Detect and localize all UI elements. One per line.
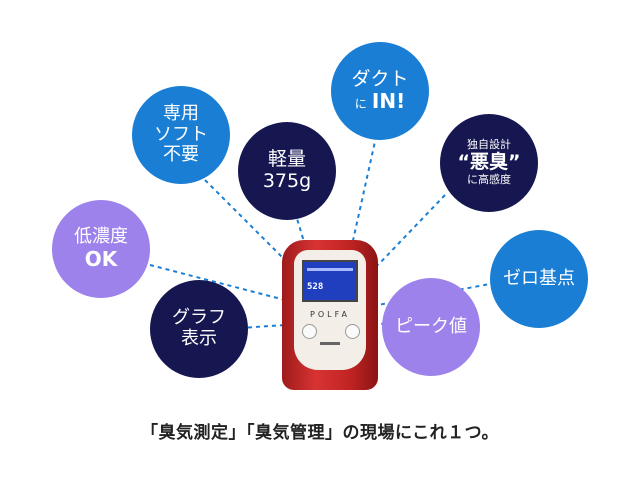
bubble-weight: 軽量 375g (238, 122, 336, 220)
bubble-zero-line1: ゼロ基点 (503, 267, 575, 289)
bubble-low-concentration: 低濃度 OK (52, 200, 150, 298)
bubble-low-conc-line1: 低濃度 (74, 226, 128, 248)
bubble-duct-line2b: IN! (371, 89, 406, 114)
bubble-odor-line1: 独自設計 (467, 138, 511, 152)
bubble-software-line3: 不要 (163, 144, 199, 166)
odor-meter-device: 528 POLFA (282, 240, 378, 390)
bubble-duct: ダクト に IN! (331, 42, 429, 140)
bubble-graph: グラフ 表示 (150, 280, 248, 378)
bubble-zero-base: ゼロ基点 (490, 230, 588, 328)
screen-reading: 528 (307, 282, 324, 292)
connector-odor (377, 194, 446, 266)
device-right-button[interactable] (345, 324, 360, 339)
bubble-odor-line3: に高感度 (467, 172, 511, 186)
bubble-software: 専用 ソフト 不要 (132, 86, 230, 184)
bubble-weight-line2: 375g (262, 170, 312, 192)
screen-graph-bar (307, 268, 353, 271)
bubble-odor: 独自設計 “悪臭” に高感度 (440, 114, 538, 212)
bubble-graph-line1: グラフ (172, 307, 226, 329)
connector-software (204, 179, 286, 261)
bubble-graph-line2: 表示 (181, 328, 217, 349)
connector-weight (294, 211, 306, 246)
bubble-duct-line2a: に (354, 97, 367, 112)
bubble-weight-line1: 軽量 (267, 148, 306, 171)
device-face: 528 POLFA (294, 250, 366, 370)
bubble-peak-line1: ピーク値 (395, 315, 467, 337)
device-maker-logo (320, 342, 340, 345)
device-left-button[interactable] (302, 324, 317, 339)
bubble-low-conc-line2: OK (84, 246, 118, 271)
connector-duct (351, 127, 379, 246)
bubble-duct-line1: ダクト (351, 67, 409, 90)
caption: 「臭気測定」「臭気管理」の現場にこれ１つ。 (141, 423, 499, 443)
bubble-software-line2: ソフト (154, 123, 208, 145)
device-screen: 528 (302, 260, 358, 302)
bubble-duct-line2: に IN! (355, 90, 405, 113)
bubble-odor-line2: “悪臭” (457, 151, 521, 174)
device-brand-label: POLFA (310, 310, 350, 319)
bubble-peak: ピーク値 (382, 278, 480, 376)
bubble-software-line1: 専用 (163, 102, 199, 124)
